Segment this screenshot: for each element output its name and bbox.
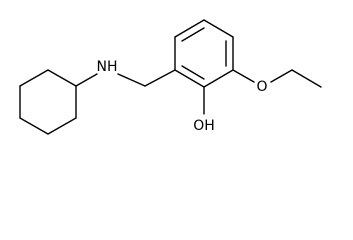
bond bbox=[270, 69, 293, 83]
structure-canvas: OH O NH bbox=[19, 19, 322, 135]
bond bbox=[117, 73, 146, 87]
bond bbox=[75, 73, 98, 87]
molecule-structure: OH O NH bbox=[19, 19, 322, 135]
benzene-ring bbox=[174, 19, 234, 88]
bond bbox=[232, 69, 255, 83]
cyclohexane-ring bbox=[19, 69, 77, 135]
hydroxyl-group: OH bbox=[193, 86, 215, 134]
bond bbox=[144, 69, 176, 87]
bond bbox=[174, 19, 205, 38]
ether-oxygen-label: O bbox=[256, 79, 267, 95]
hydroxyl-label: OH bbox=[193, 118, 215, 134]
amine-linker bbox=[75, 69, 176, 87]
amine-label: NH bbox=[97, 59, 118, 75]
bond bbox=[47, 69, 77, 87]
double-bond-inner bbox=[181, 27, 205, 42]
bond bbox=[174, 69, 205, 88]
bond bbox=[203, 69, 234, 88]
bond bbox=[291, 69, 322, 88]
bond bbox=[19, 117, 49, 135]
ethoxy-group: O bbox=[232, 69, 322, 95]
double-bond-inner bbox=[181, 65, 205, 80]
bond bbox=[203, 19, 234, 38]
bond bbox=[47, 117, 77, 135]
bond bbox=[19, 69, 49, 87]
